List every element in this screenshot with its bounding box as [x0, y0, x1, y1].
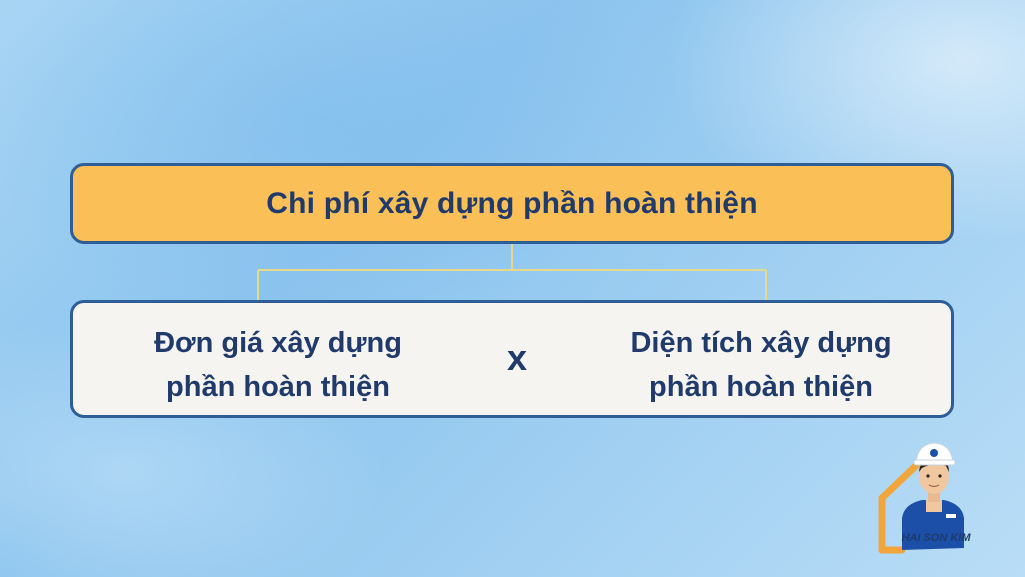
- area-line1: Diện tích xây dựng: [630, 327, 892, 359]
- area-line2: phần hoàn thiện: [649, 371, 873, 403]
- multiply-operator: x: [506, 337, 528, 378]
- unit-price-term: Đơn giá xây dựng phần hoàn thiện: [118, 321, 438, 409]
- hai-son-kim-logo: [878, 442, 964, 554]
- formula-box: Đơn giá xây dựng phần hoàn thiện x Diện …: [70, 300, 954, 418]
- unit-price-line2: phần hoàn thiện: [166, 371, 390, 403]
- total-cost-label: Chi phí xây dựng phần hoàn thiện: [266, 186, 758, 220]
- unit-price-line1: Đơn giá xây dựng: [154, 327, 402, 359]
- total-cost-box: Chi phí xây dựng phần hoàn thiện: [70, 163, 954, 244]
- area-term: Diện tích xây dựng phần hoàn thiện: [601, 321, 921, 409]
- brand-name: HAI SON KIM: [901, 532, 971, 544]
